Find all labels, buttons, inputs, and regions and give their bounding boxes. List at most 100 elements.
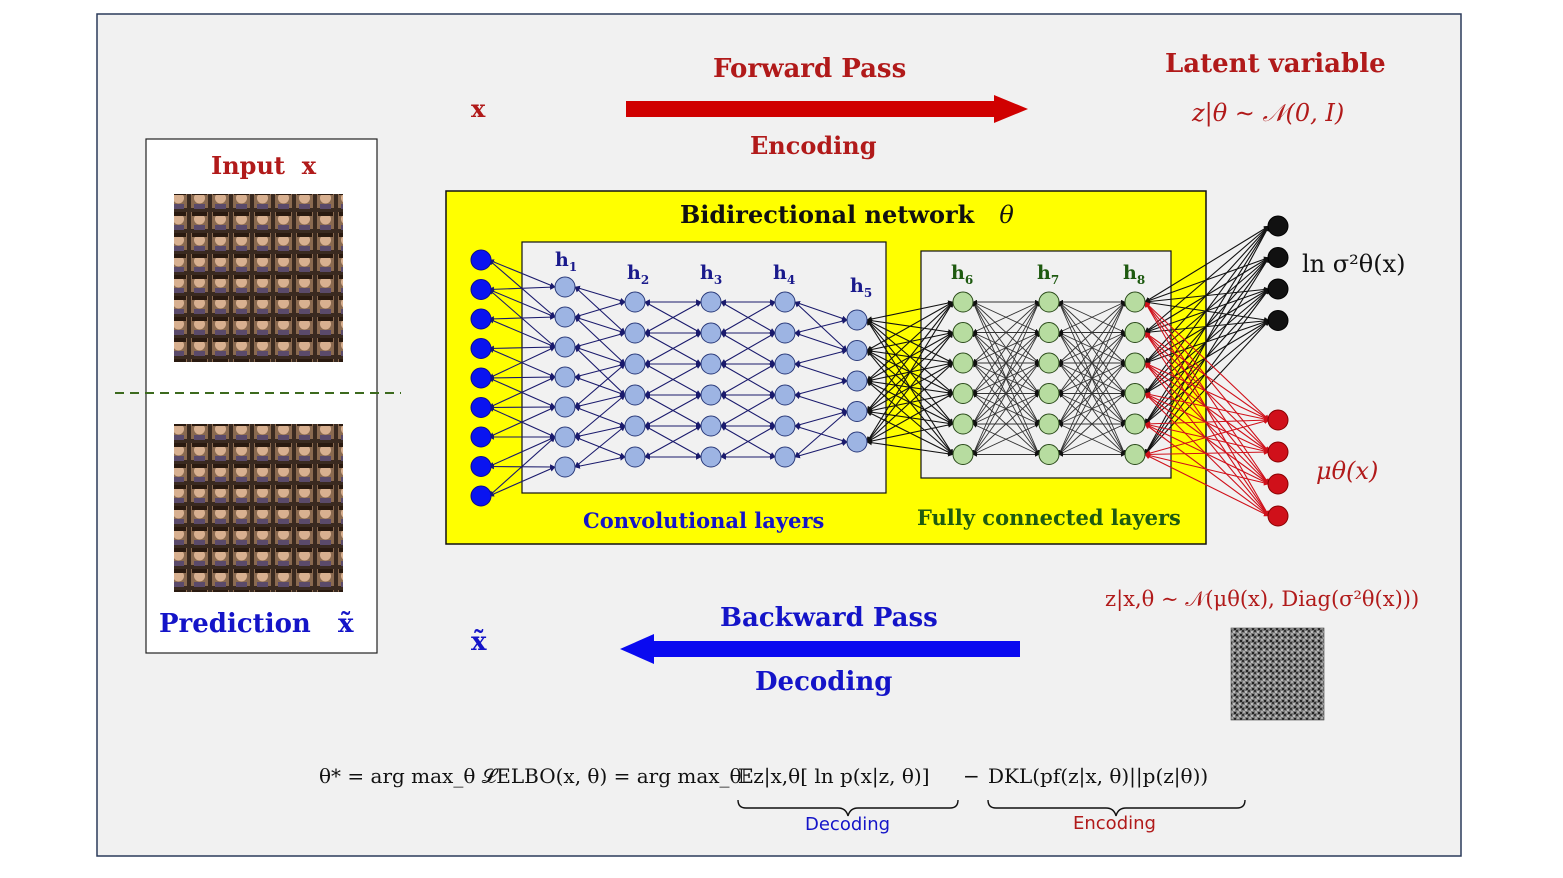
fc-node <box>1124 383 1146 404</box>
input-node <box>470 485 492 507</box>
log-variance-label: ln σ²θ(x) <box>1302 250 1406 278</box>
input-node <box>470 279 492 300</box>
input-node <box>470 308 492 330</box>
input-node <box>470 456 492 477</box>
forward-arrow <box>626 95 1028 123</box>
network-edges <box>488 225 1270 517</box>
fc-layers-label: Fully connected layers <box>917 505 1181 530</box>
xtilde-label: x̃ <box>471 627 487 657</box>
edge-conv <box>644 363 702 396</box>
edge-conv <box>794 379 848 397</box>
conv-node <box>624 322 646 344</box>
input-var: x <box>301 151 317 180</box>
conv-node <box>774 415 796 437</box>
layer-label-h7: h7 <box>1037 262 1060 287</box>
x-label: x <box>471 94 486 123</box>
fc-node <box>1038 291 1060 313</box>
fc-node <box>952 383 974 404</box>
latent-variable-title: Latent variable <box>1165 49 1386 79</box>
network-title: Bidirectional network θ <box>680 200 1014 229</box>
edge-input-h1 <box>488 346 556 379</box>
fc-node <box>952 291 974 313</box>
network-theta: θ <box>999 201 1014 229</box>
edge-conv <box>574 331 626 349</box>
conv-node <box>774 322 796 344</box>
edge-h5-h6 <box>866 422 954 444</box>
layer-label-h2: h2 <box>627 262 650 287</box>
mu-node <box>1267 409 1289 431</box>
conv-node <box>554 426 576 448</box>
edge-conv <box>574 300 626 319</box>
objective-expectation: 𝔼z|x,θ[ ln p(x|z, θ)] <box>738 764 930 788</box>
edge-conv <box>720 425 776 458</box>
edge-h5-h6 <box>866 439 954 457</box>
fc-node <box>952 413 974 435</box>
decoding-brace-label: Decoding <box>805 814 891 835</box>
conv-node <box>624 415 646 437</box>
edge-conv <box>574 455 626 469</box>
input-node <box>470 338 492 359</box>
objective-minus: − <box>963 764 980 788</box>
edge-fc <box>1058 423 1126 455</box>
conv-node <box>554 336 576 358</box>
encoding-brace <box>987 799 1246 817</box>
conv-node <box>700 353 722 375</box>
conv-node <box>846 309 868 331</box>
fc-node <box>1124 444 1146 465</box>
edge-conv <box>644 332 702 365</box>
edge-conv <box>794 440 848 459</box>
input-image-grid <box>174 194 343 362</box>
conv-node <box>846 431 868 453</box>
edge-conv <box>794 331 848 352</box>
fc-node <box>1038 322 1060 343</box>
posterior-label: z|x,θ ∼ 𝒩(μθ(x), Diag(σ²θ(x))) <box>1105 587 1420 611</box>
edge-conv <box>644 394 702 427</box>
mu-node <box>1267 473 1289 495</box>
conv-node <box>700 446 722 468</box>
fc-node <box>952 352 974 374</box>
fc-node <box>1124 322 1146 343</box>
conv-node <box>624 353 646 375</box>
edge-conv <box>720 394 776 427</box>
fc-node <box>1038 413 1060 435</box>
conv-node <box>774 446 796 468</box>
layer-label-h3: h3 <box>700 262 723 287</box>
conv-node <box>700 415 722 437</box>
layer-label-h5: h5 <box>850 275 873 300</box>
sigma-node <box>1267 215 1289 237</box>
fc-node <box>1038 383 1060 404</box>
fc-node <box>1038 444 1060 465</box>
conv-node <box>554 276 576 298</box>
decoding-brace <box>737 799 959 817</box>
input-node <box>470 426 492 448</box>
edge-fc <box>972 423 1040 455</box>
edge-input-h1 <box>488 404 556 411</box>
conv-node <box>774 291 796 313</box>
conv-layers-label: Convolutional layers <box>583 508 825 533</box>
layer-label-h6: h6 <box>951 262 974 287</box>
edge-h8-mu <box>1144 454 1270 517</box>
edge-conv <box>794 318 848 335</box>
conv-node <box>624 446 646 468</box>
conv-node <box>700 291 722 313</box>
edge-conv <box>794 393 848 413</box>
conv-node <box>846 340 868 361</box>
edge-conv <box>720 363 776 396</box>
edge-conv <box>720 332 776 365</box>
encoding-label: Encoding <box>750 131 877 160</box>
input-title: Input x <box>211 151 317 180</box>
backward-pass-title: Backward Pass <box>720 603 938 633</box>
mu-node <box>1267 505 1289 527</box>
sigma-node <box>1267 278 1289 300</box>
mean-label: μθ(x) <box>1316 457 1379 485</box>
edge-conv <box>644 425 702 458</box>
conv-node <box>554 456 576 478</box>
network-nodes <box>470 215 1289 527</box>
prediction-title: Prediction x̃ <box>159 609 354 639</box>
latent-sample-image <box>1230 627 1325 721</box>
conv-node <box>846 370 868 392</box>
fc-node <box>952 322 974 343</box>
sigma-node <box>1267 310 1289 331</box>
prediction-var: x̃ <box>337 609 354 639</box>
